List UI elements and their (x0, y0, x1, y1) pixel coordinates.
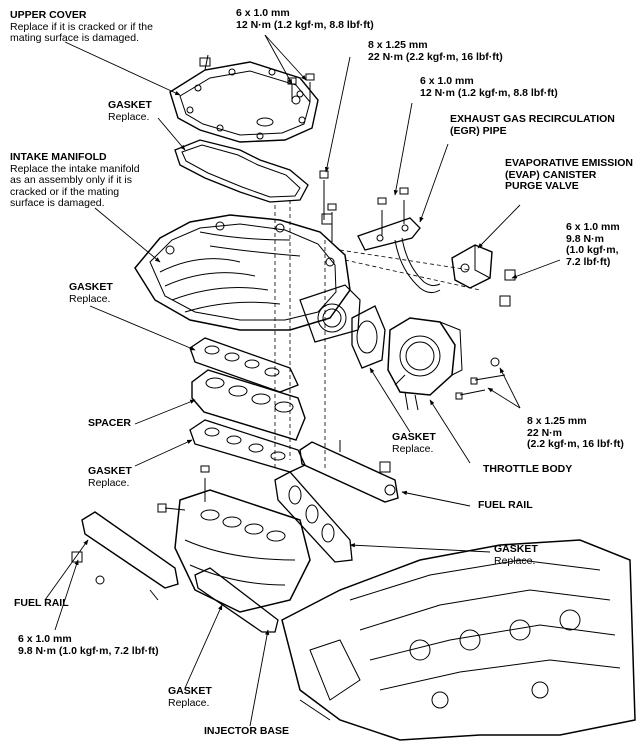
upper-cover-bolts (287, 73, 315, 105)
gasket-left-1-title: GASKET (69, 281, 113, 293)
engine-block-part (281, 539, 636, 741)
leader-lines (44, 34, 561, 727)
label-torque-top: 6 x 1.0 mm 12 N·m (1.2 kgf·m, 8.8 lbf·ft… (236, 7, 374, 31)
torque-825-value: 22 N·m (2.2 kgf·m, 16 lbf·ft) (368, 50, 503, 63)
torque-evap-line-2: 9.8 N·m (566, 232, 604, 245)
torque-throttle-line-2: 22 N·m (527, 426, 563, 439)
upper-cover-title: UPPER COVER (10, 9, 87, 21)
gasket-left-1-note: Replace. (69, 292, 111, 305)
fuel-rail-right-part (299, 440, 399, 503)
intake-manifold-note-3: cracked or if the mating (10, 185, 120, 198)
alignment-lines (274, 200, 481, 470)
label-egr-pipe: EXHAUST GAS RECIRCULATION (EGR) PIPE (450, 113, 615, 137)
gasket-throttle-title: GASKET (392, 431, 436, 443)
manifold-gasket-part (189, 337, 299, 393)
label-torque-825: 8 x 1.25 mm 22 N·m (2.2 kgf·m, 16 lbf·ft… (368, 39, 503, 63)
gasket-left-2-note: Replace. (88, 476, 130, 489)
torque-throttle-line-1: 8 x 1.25 mm (527, 415, 587, 427)
gasket-top-title: GASKET (108, 99, 152, 111)
egr-pipe-title-2: (EGR) PIPE (450, 124, 507, 137)
spacer-title: SPACER (88, 417, 131, 429)
torque-evap-line-4: 7.2 lbf·ft) (566, 255, 611, 268)
label-torque-throttle: 8 x 1.25 mm 22 N·m (2.2 kgf·m, 16 lbf·ft… (527, 415, 624, 451)
label-torque-egr: 6 x 1.0 mm 12 N·m (1.2 kgf·m, 8.8 lbf·ft… (420, 75, 558, 99)
throttle-bolts (455, 357, 506, 400)
intake-manifold-note-2: as an assembly only if it is (10, 174, 132, 186)
intake-manifold-note-1: Replace the intake manifold (10, 162, 140, 175)
injector-base-title: INJECTOR BASE (204, 725, 289, 737)
label-gasket-left-1: GASKET Replace. (69, 281, 113, 305)
torque-throttle-line-3: (2.2 kgf·m, 16 lbf·ft) (527, 438, 624, 450)
evap-valve-title-3: PURGE VALVE (505, 180, 579, 192)
fuel-rail-right-title: FUEL RAIL (478, 499, 533, 511)
label-spacer: SPACER (88, 417, 131, 430)
label-fuel-rail-right: FUEL RAIL (478, 499, 533, 512)
torque-egr-size: 6 x 1.0 mm (420, 75, 474, 87)
intake-manifold-note-4: surface is damaged. (10, 197, 105, 209)
evap-valve-title-2: (EVAP) CANISTER (505, 168, 597, 181)
torque-evap-line-1: 6 x 1.0 mm (566, 221, 620, 233)
label-intake-manifold: INTAKE MANIFOLD Replace the intake manif… (10, 151, 140, 210)
egr-pipe-part (357, 187, 441, 294)
label-gasket-throttle: GASKET Replace. (392, 431, 436, 455)
label-torque-evap: 6 x 1.0 mm 9.8 N·m (1.0 kgf·m, 7.2 lbf·f… (566, 221, 620, 268)
throttle-body-title: THROTTLE BODY (483, 463, 573, 475)
intake-manifold-title: INTAKE MANIFOLD (10, 151, 107, 163)
label-fuel-rail-left: FUEL RAIL (14, 597, 69, 610)
upper-gasket-part (174, 139, 309, 203)
evap-valve-title-1: EVAPORATIVE EMISSION (505, 157, 633, 169)
intake-manifold-part (134, 214, 361, 343)
throttle-body-part (387, 317, 463, 411)
torque-bottom-size: 6 x 1.0 mm (18, 633, 72, 645)
label-throttle-body: THROTTLE BODY (483, 463, 573, 476)
label-upper-cover: UPPER COVER Replace if it is cracked or … (10, 9, 153, 45)
label-gasket-right: GASKET Replace. (494, 543, 538, 567)
torque-top-value: 12 N·m (1.2 kgf·m, 8.8 lbf·ft) (236, 18, 374, 31)
evap-valve-part (451, 244, 516, 307)
label-torque-bottom: 6 x 1.0 mm 9.8 N·m (1.0 kgf·m, 7.2 lbf·f… (18, 633, 159, 657)
label-injector-base: INJECTOR BASE (204, 725, 289, 738)
label-evap-valve: EVAPORATIVE EMISSION (EVAP) CANISTER PUR… (505, 157, 633, 193)
gasket-bottom-note: Replace. (168, 696, 210, 709)
torque-bottom-value: 9.8 N·m (1.0 kgf·m, 7.2 lbf·ft) (18, 644, 159, 657)
fuel-rail-left-title: FUEL RAIL (14, 597, 69, 609)
gasket-left-2-title: GASKET (88, 465, 132, 477)
upper-cover-note-2: mating surface is damaged. (10, 32, 139, 44)
injector-gasket-right-part (274, 471, 353, 563)
manifold-bolts (319, 170, 337, 242)
injector-base-part (157, 465, 311, 613)
label-gasket-top: GASKET Replace. (108, 99, 152, 123)
torque-evap-line-3: (1.0 kgf·m, (566, 244, 619, 256)
torque-egr-value: 12 N·m (1.2 kgf·m, 8.8 lbf·ft) (420, 86, 558, 99)
label-gasket-left-2: GASKET Replace. (88, 465, 132, 489)
torque-top-size: 6 x 1.0 mm (236, 7, 290, 19)
gasket-bottom-title: GASKET (168, 685, 212, 697)
gasket-throttle-note: Replace. (392, 442, 434, 455)
spacer-gasket-part (189, 419, 306, 473)
torque-825-size: 8 x 1.25 mm (368, 39, 428, 51)
gasket-top-note: Replace. (108, 110, 150, 123)
label-gasket-bottom: GASKET Replace. (168, 685, 212, 709)
upper-cover-note-1: Replace if it is cracked or if the (10, 20, 153, 33)
throttle-gasket-part (351, 305, 386, 369)
upper-cover-part (169, 54, 319, 143)
egr-pipe-title-1: EXHAUST GAS RECIRCULATION (450, 113, 615, 125)
fuel-rail-left-part (71, 511, 179, 601)
gasket-right-note: Replace. (494, 554, 536, 567)
injector-gasket-bottom-part (194, 567, 279, 633)
gasket-right-title: GASKET (494, 543, 538, 555)
